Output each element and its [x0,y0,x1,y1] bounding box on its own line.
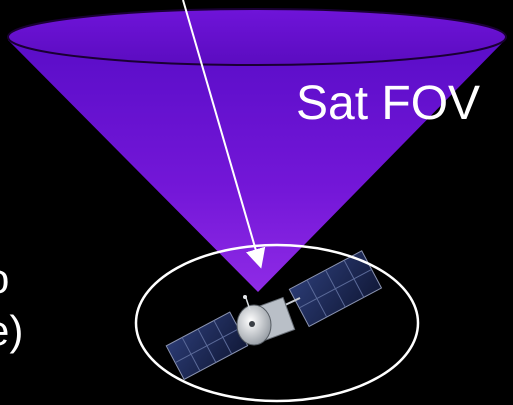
right-solar-panel [288,250,383,328]
satellite-highlight-ellipse [134,243,420,403]
fov-aperture-ellipse [7,8,507,66]
left-text-line-2: e) [0,307,24,354]
left-solar-panel [165,311,249,381]
satellite [165,250,383,381]
left-text-line-1: o [0,258,9,300]
fov-cone [8,40,505,292]
pointer-arrow [182,0,266,269]
fov-label: Sat FOV [296,77,481,130]
